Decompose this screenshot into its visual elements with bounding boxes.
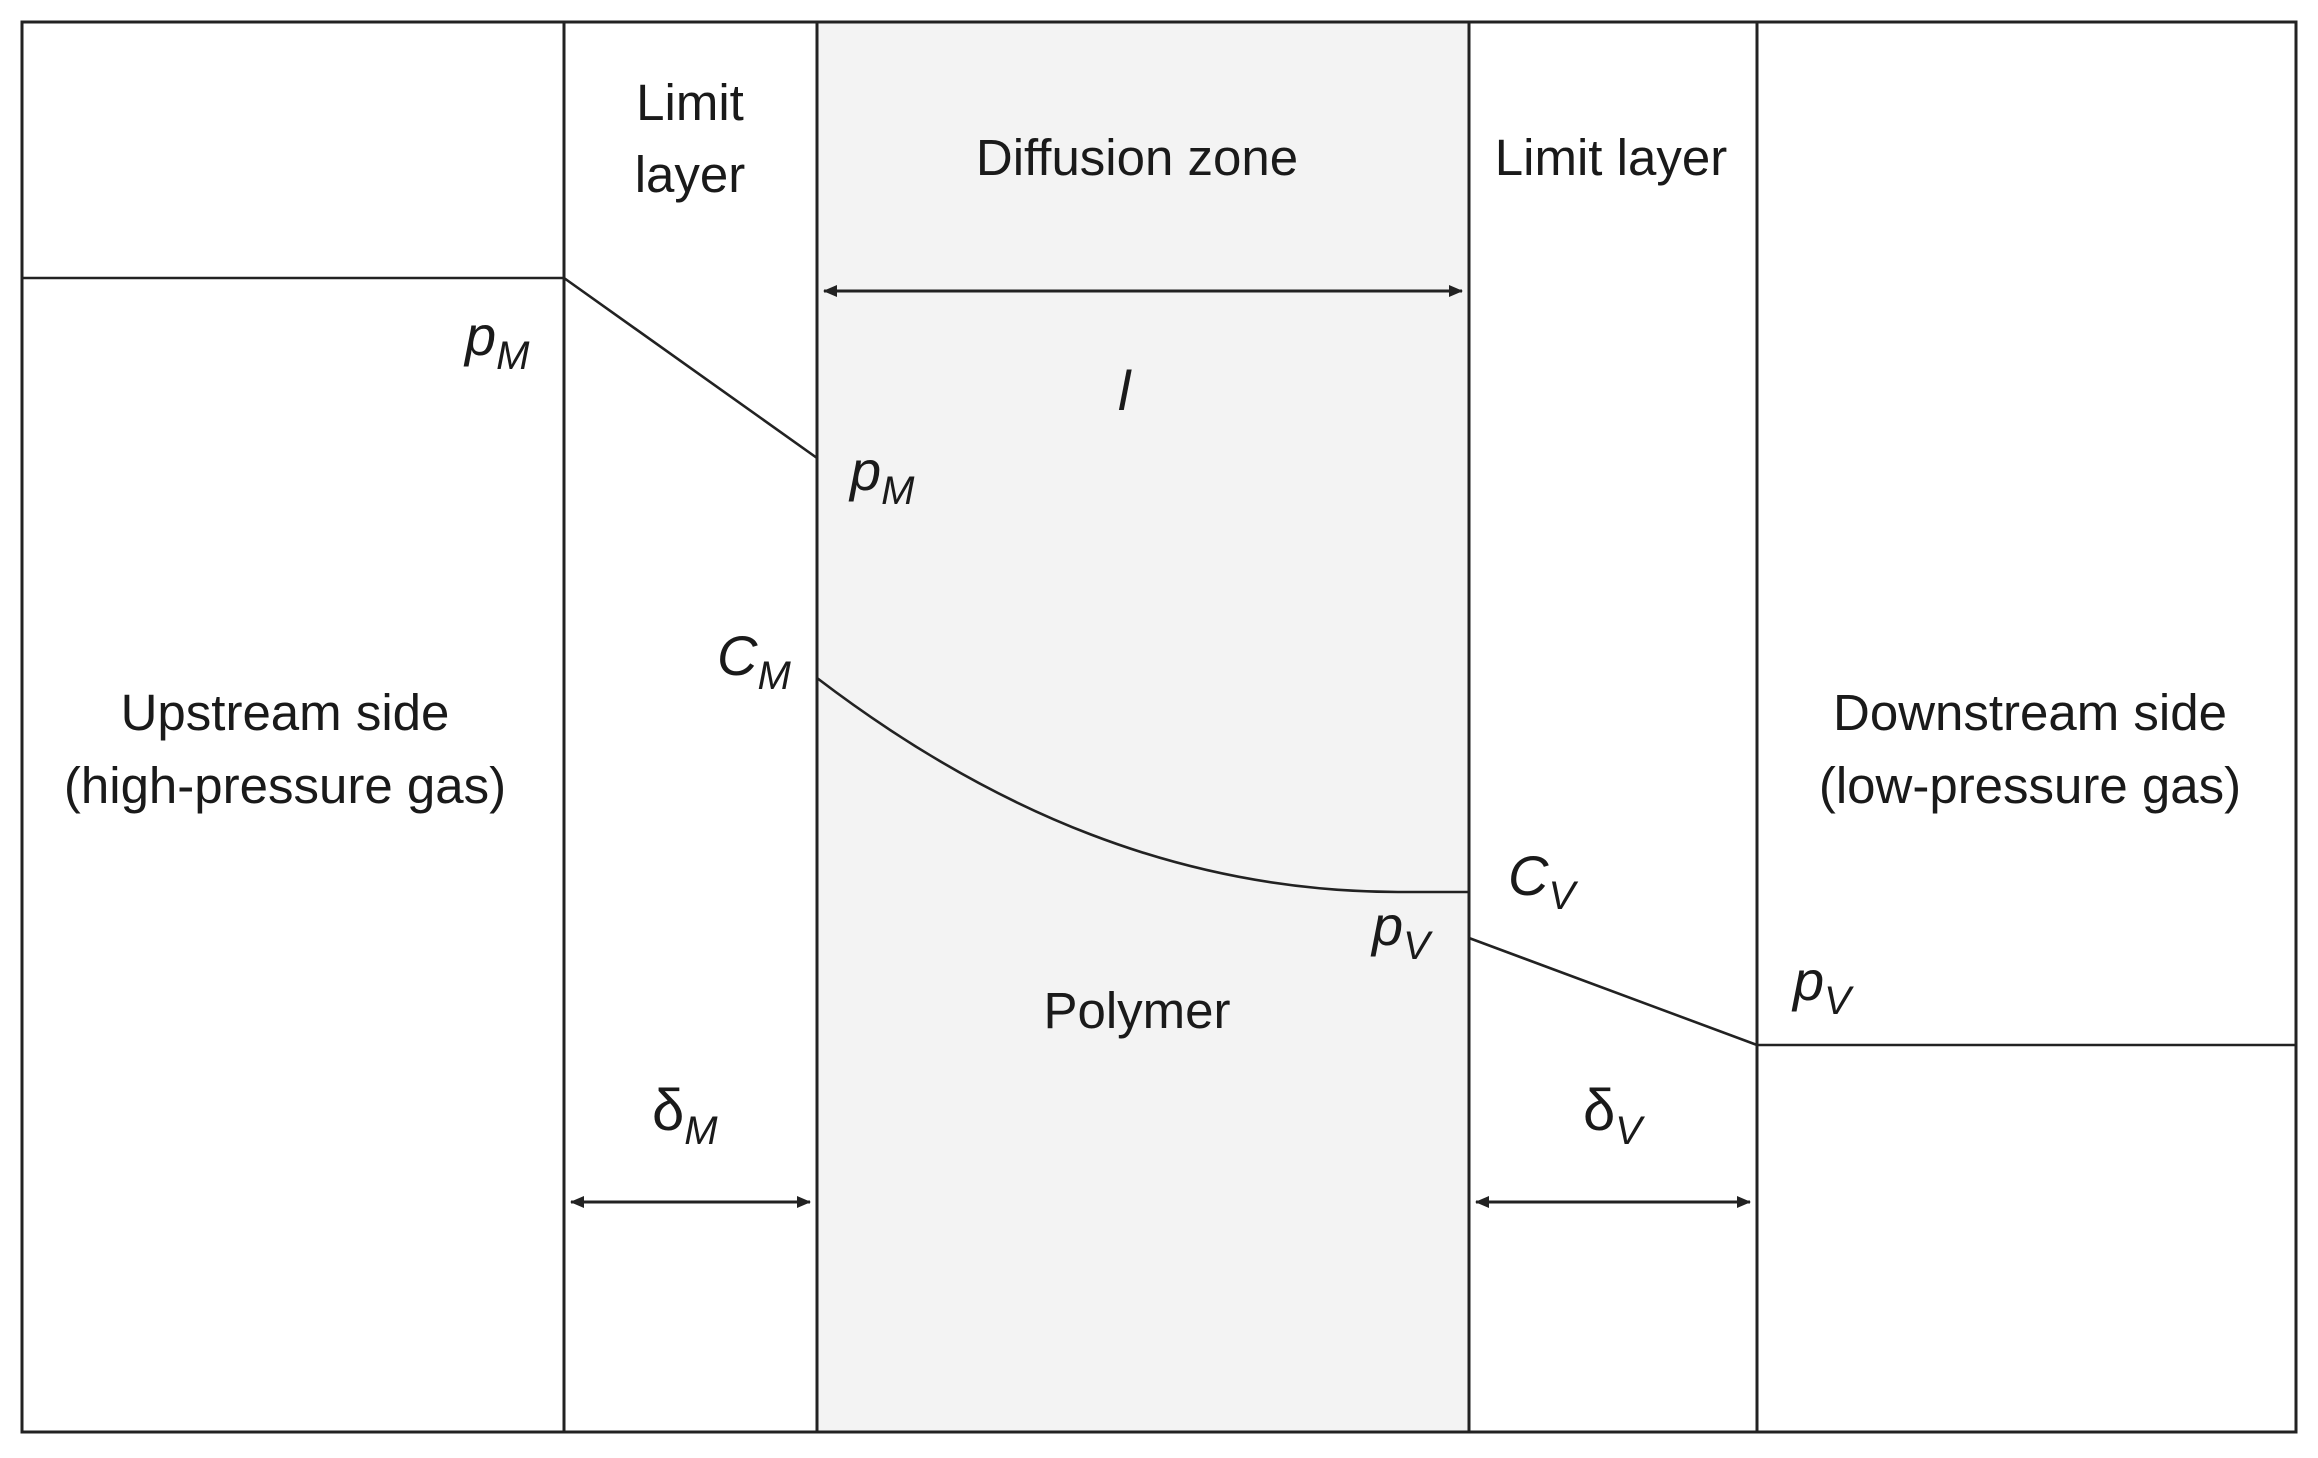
polymer-label: Polymer [1043,982,1230,1039]
limit-layer-right-label: Limit layer [1495,129,1727,186]
upstream-side-label-line1: Upstream side [121,684,450,741]
c-symbol: C [717,624,758,687]
limit-layer-left-label-line1: Limit [636,74,744,131]
polymer-interface-pressure-m-symbol: pM [848,439,915,513]
polymer-concentration-profile [816,676,1469,894]
downstream-boundary-layer-gradient [1468,936,1758,1047]
downstream-side-label-line2: (low-pressure gas) [1819,757,2241,814]
downstream-side-label-line1: Downstream side [1833,684,2227,741]
diagram-frame [20,20,2298,1434]
c-symbol: C [1508,844,1549,907]
limit-layer-left-label-line2: layer [635,146,746,203]
diffusion-length-symbol: l [1118,359,1132,422]
upstream-pressure-symbol: pM [463,304,530,378]
downstream-pressure-symbol: pV [1791,949,1854,1023]
subscript-m: M [684,1109,718,1153]
upstream-layer-thickness-symbol: δM [652,1078,718,1153]
subscript-v: V [1615,1109,1645,1153]
p-symbol: p [1791,949,1824,1012]
upstream-side-label-line2: (high-pressure gas) [64,757,506,814]
polymer-region [817,22,1469,1432]
concentration-v-symbol: CV [1508,844,1578,918]
delta-symbol: δ [652,1078,684,1143]
p-symbol: p [1370,894,1403,957]
diffusion-zone-label: Diffusion zone [976,129,1298,186]
subscript-m: M [881,469,915,513]
delta-symbol: δ [1583,1078,1615,1143]
p-symbol: p [463,304,496,367]
subscript-m: M [757,654,791,698]
upstream-boundary-layer-gradient [563,276,818,460]
subscript-m: M [496,334,530,378]
concentration-m-symbol: CM [717,624,791,698]
polymer-interface-pressure-v-symbol: pV [1370,894,1433,968]
subscript-v: V [1824,979,1854,1023]
subscript-v: V [1403,924,1433,968]
p-symbol: p [848,439,881,502]
subscript-v: V [1548,874,1578,918]
downstream-layer-thickness-symbol: δV [1583,1078,1645,1153]
